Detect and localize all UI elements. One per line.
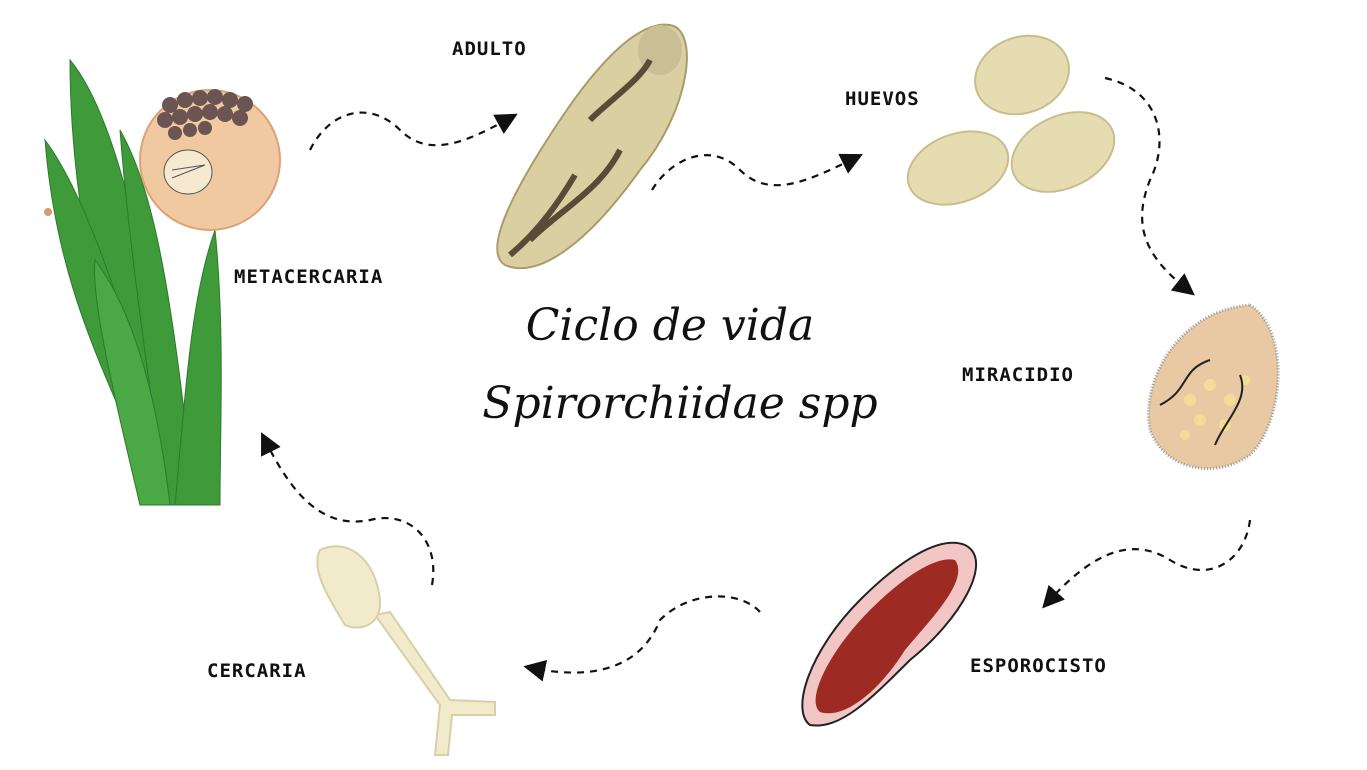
label-metacercaria: METACERCARIA [234, 266, 384, 288]
miracidium-illustration [1147, 303, 1280, 471]
sporocyst-illustration [801, 541, 977, 727]
label-esporocisto: ESPOROCISTO [970, 655, 1107, 677]
label-adulto: ADULTO [452, 38, 527, 60]
arrow-metacercaria-to-adulto [309, 111, 518, 151]
arrow-adulto-to-huevos [651, 153, 863, 191]
diagram-title-line1: Ciclo de vida [525, 300, 815, 351]
arrow-miracidio-to-esporocisto [1042, 519, 1252, 609]
metacercaria-illustration [139, 89, 281, 231]
arrow-huevos-to-miracidio [1104, 76, 1195, 296]
cercaria-illustration [316, 545, 496, 756]
label-miracidio: MIRACIDIO [962, 364, 1074, 386]
metacercaria-on-plant [44, 208, 52, 216]
diagram-title-line2: Spirorchiidae spp [482, 378, 878, 429]
eggs-illustration [906, 34, 1116, 206]
aquatic-plant-illustration [44, 58, 222, 506]
adult-illustration [496, 23, 688, 270]
arrow-esporocisto-to-cercaria [523, 595, 761, 682]
label-huevos: HUEVOS [845, 88, 920, 110]
label-cercaria: CERCARIA [207, 660, 307, 682]
arrow-cercaria-to-metacercaria [261, 432, 435, 586]
